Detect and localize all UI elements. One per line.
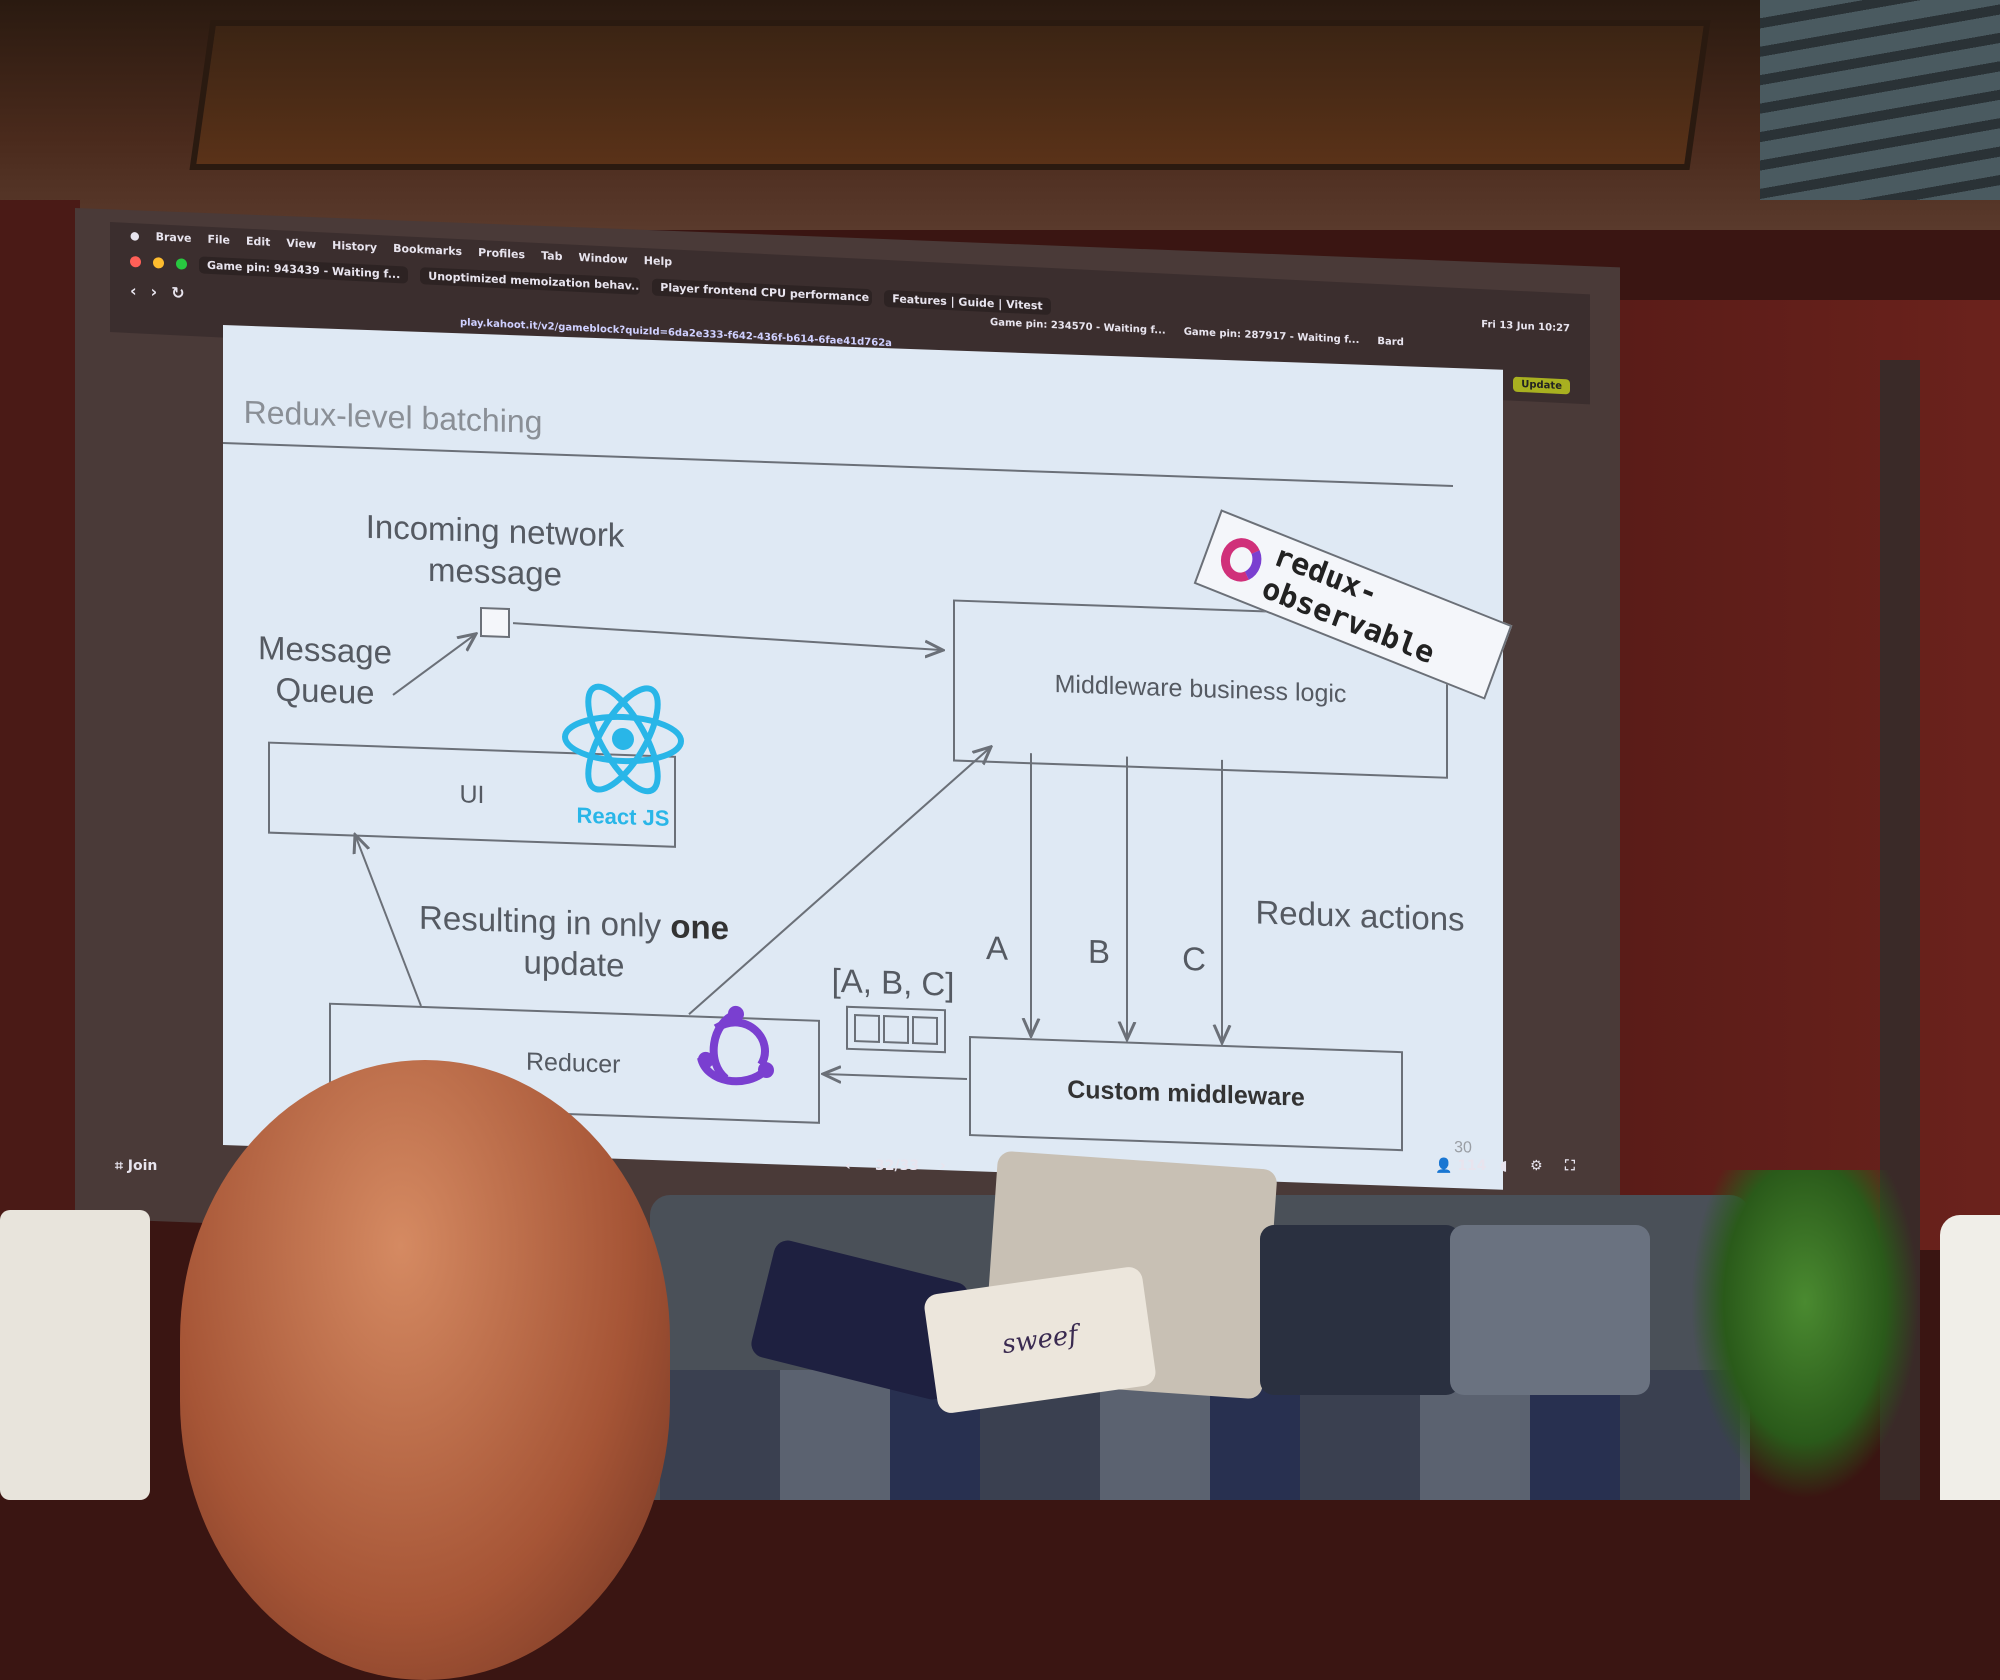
action-c-label: C (1182, 939, 1206, 978)
pillow (1260, 1225, 1460, 1395)
tab[interactable]: Features | Guide | Vitest (884, 289, 1051, 316)
redux-logo-icon (697, 1005, 774, 1086)
close-window-button[interactable] (130, 255, 141, 268)
menu-item[interactable]: Brave (155, 230, 192, 245)
apple-icon[interactable]: ● (130, 228, 140, 243)
arrow-reducer-to-ui (355, 835, 422, 1007)
plant (1690, 1170, 1920, 1500)
ceiling-panel (189, 20, 1711, 170)
diagram-lines (223, 442, 1453, 1190)
title-underline (223, 442, 1453, 487)
arrow-to-middleware (512, 622, 943, 650)
fullscreen-icon[interactable]: ⛶ (1565, 1158, 1575, 1174)
right-tabs: Game pin: 234570 - Waiting f... Game pin… (990, 317, 1404, 348)
update-button[interactable]: Update (1513, 376, 1570, 395)
prev-slide-icon[interactable]: ‹ (845, 1158, 851, 1174)
react-logo-icon (562, 683, 684, 795)
slide: Redux-level batching Incoming network me… (223, 325, 1513, 1190)
window-blinds (1760, 0, 2000, 200)
menu-item[interactable]: Profiles (478, 246, 526, 262)
queue-pointer (392, 631, 476, 696)
redux-observable-logo-icon (1214, 531, 1268, 588)
react-label: React JS (576, 802, 670, 831)
batch-label: [A, B, C] (831, 961, 955, 1003)
participants-count: 👤 114 (1435, 1158, 1487, 1174)
next-slide-icon[interactable]: › (940, 1158, 946, 1174)
presenter-bar: ⌗ Join ‹ 32/33 › 👤 114 ◖ ⚙ ⛶ (110, 1150, 1590, 1190)
reload-icon[interactable]: ↻ (171, 282, 185, 303)
volume-icon[interactable]: ◖ (1500, 1158, 1508, 1174)
menu-item[interactable]: Bookmarks (393, 241, 463, 259)
tab[interactable]: Bard (1377, 335, 1404, 349)
tab[interactable]: Game pin: 287917 - Waiting f... (1183, 326, 1360, 347)
clock: Fri 13 Jun 10:27 (1481, 319, 1570, 335)
wall-right (1620, 300, 2000, 1250)
menu-item[interactable]: View (286, 236, 317, 252)
action-a-label: A (985, 929, 1009, 967)
menu-item[interactable]: Tab (541, 249, 563, 264)
tab[interactable]: Game pin: 234570 - Waiting f... (990, 317, 1166, 337)
batch-queue (846, 1005, 946, 1054)
tab[interactable]: Unoptimized memoization behav... (420, 267, 641, 295)
audience-member-head (180, 1060, 670, 1680)
back-icon[interactable]: ‹ (130, 280, 137, 301)
arrow-reducer-to-middleware (688, 736, 991, 1016)
wall-left (0, 200, 80, 1250)
message-square (480, 606, 510, 639)
custom-middleware-box: Custom middleware (969, 1036, 1403, 1152)
nav-buttons: ‹ › ↻ (130, 281, 185, 303)
cowhide-chair (1940, 1215, 2000, 1500)
armchair (0, 1210, 150, 1500)
forward-icon[interactable]: › (150, 281, 158, 302)
tab[interactable]: Game pin: 943439 - Waiting f... (199, 256, 409, 284)
slide-counter: 32/33 (875, 1158, 920, 1174)
menu-item[interactable]: History (332, 238, 378, 255)
action-b-label: B (1087, 932, 1111, 971)
menu-item[interactable]: Edit (246, 234, 271, 249)
minimize-window-button[interactable] (153, 257, 164, 269)
join-button[interactable]: ⌗ Join (115, 1158, 158, 1174)
tab[interactable]: Player frontend CPU performance (652, 278, 873, 307)
arrow-to-reducer (823, 1074, 967, 1079)
pillow (1450, 1225, 1650, 1395)
maximize-window-button[interactable] (176, 258, 187, 270)
menu-item[interactable]: Help (643, 254, 673, 269)
incoming-label: Incoming network message (365, 507, 625, 593)
settings-icon[interactable]: ⚙ (1530, 1158, 1543, 1174)
redux-actions-label: Redux actions (1255, 893, 1465, 938)
queue-label: Message Queue (258, 628, 392, 712)
menu-item[interactable]: File (207, 232, 230, 247)
menu-item[interactable]: Window (578, 250, 628, 267)
